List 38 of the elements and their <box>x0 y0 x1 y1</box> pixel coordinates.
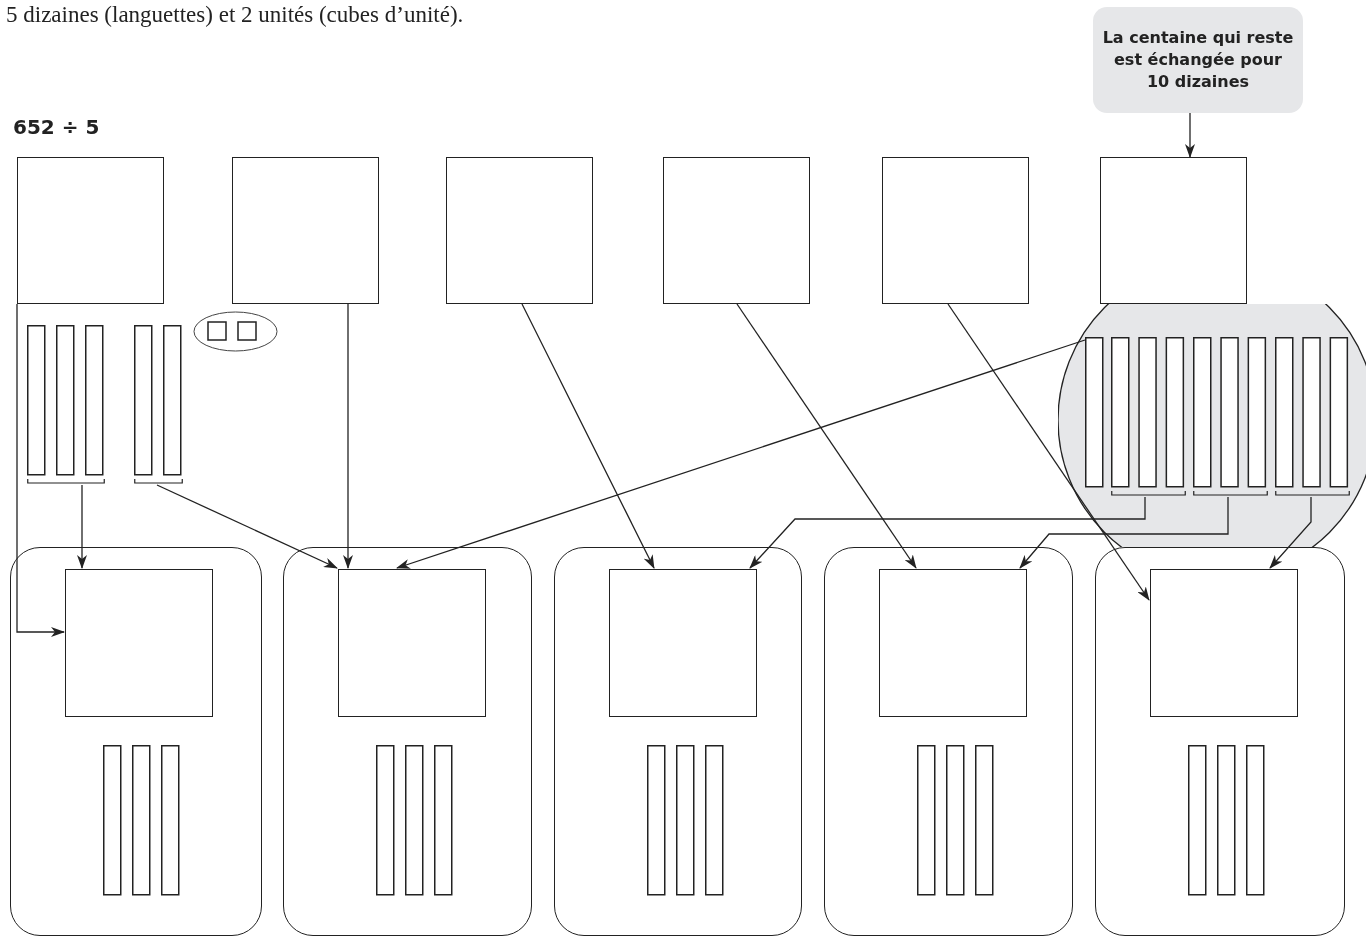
intro-text: 5 dizaines (languettes) et 2 unités (cubes d’unité). <box>6 2 464 28</box>
hundred-square <box>663 157 810 304</box>
group-panel <box>283 547 532 936</box>
hundred-square <box>232 157 379 304</box>
group-panel <box>824 547 1073 936</box>
ten-rods-drawing <box>27 325 105 485</box>
ten-rods-drawing <box>1275 337 1350 497</box>
ten-rods-drawing <box>1193 337 1268 497</box>
arrow <box>77 484 87 569</box>
callout-bubble <box>1093 7 1303 113</box>
group-panel <box>554 547 802 936</box>
arrow <box>521 303 655 569</box>
ten-rods-drawing <box>1111 337 1186 497</box>
division-expression: 652 ÷ 5 <box>13 115 100 139</box>
hundred-square <box>338 569 486 717</box>
hundred-square <box>879 569 1027 717</box>
hundred-square <box>882 157 1029 304</box>
hundred-square <box>1100 157 1247 304</box>
arrow <box>1185 112 1195 158</box>
ten-rods-drawing <box>1085 337 1103 487</box>
ten-rods-drawing <box>134 325 183 485</box>
hundred-square <box>446 157 593 304</box>
hundred-square <box>65 569 213 717</box>
arrow <box>736 303 917 569</box>
arrow <box>156 484 338 569</box>
callout-text: La centaine qui reste est échangée pour 10 dizaines <box>1101 27 1295 93</box>
arrow <box>1269 496 1312 569</box>
arrow <box>947 303 1150 601</box>
arrow <box>396 339 1086 569</box>
arrow <box>749 496 1146 569</box>
hundred-square <box>609 569 757 717</box>
arrow <box>1019 496 1229 569</box>
group-panel <box>10 547 262 936</box>
hundred-square <box>17 157 164 304</box>
arrow <box>343 303 353 569</box>
group-panel <box>1095 547 1345 936</box>
hundred-square <box>1150 569 1298 717</box>
arrow <box>16 303 65 637</box>
